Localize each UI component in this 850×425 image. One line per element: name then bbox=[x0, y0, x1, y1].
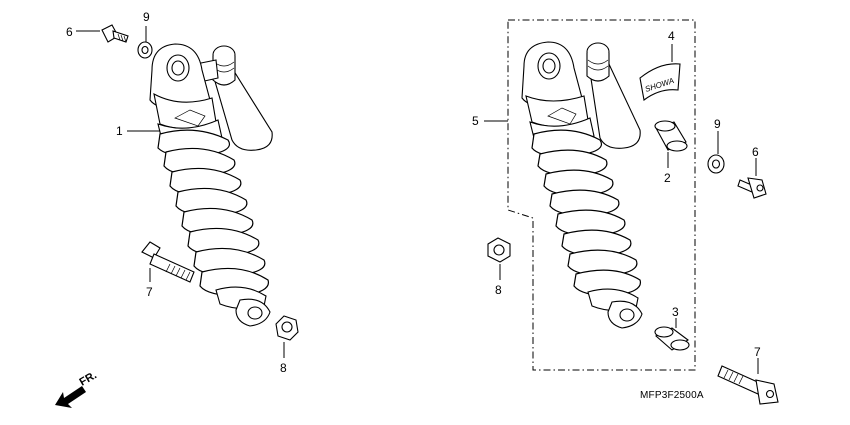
right-bolt-6 bbox=[737, 177, 767, 199]
callout-right-8: 8 bbox=[495, 283, 502, 297]
right-bushing-3 bbox=[654, 326, 690, 351]
callout-left-6: 6 bbox=[66, 25, 73, 39]
callout-right-2: 2 bbox=[664, 171, 671, 185]
showa-sticker: SHOWA bbox=[639, 63, 681, 101]
right-bolt-7 bbox=[717, 365, 779, 405]
callout-left-8: 8 bbox=[280, 361, 287, 375]
callout-right-4: 4 bbox=[668, 29, 675, 43]
left-nut-8 bbox=[275, 315, 299, 341]
right-shock-absorber bbox=[521, 41, 643, 329]
callout-left-9: 9 bbox=[143, 10, 150, 24]
callout-left-7: 7 bbox=[146, 285, 153, 299]
front-arrow-label: FR. bbox=[78, 369, 99, 388]
diagram-code: MFP3F2500A bbox=[640, 390, 704, 401]
left-top-mount bbox=[149, 43, 223, 146]
assembly-frame bbox=[507, 19, 696, 371]
callout-right-3: 3 bbox=[672, 305, 679, 319]
left-bolt-7 bbox=[141, 241, 195, 283]
callout-right-9: 9 bbox=[714, 117, 721, 131]
right-bottom-mount bbox=[587, 288, 643, 329]
right-spring bbox=[531, 129, 642, 297]
right-washer-9 bbox=[707, 154, 725, 174]
callout-right-5: 5 bbox=[472, 114, 479, 128]
callout-left-1: 1 bbox=[116, 124, 123, 138]
right-reservoir bbox=[586, 42, 641, 149]
front-direction-arrow: FR. bbox=[55, 369, 99, 408]
right-top-mount bbox=[521, 41, 595, 144]
callout-right-6: 6 bbox=[752, 145, 759, 159]
right-bushing-2 bbox=[654, 120, 688, 152]
left-bottom-mount bbox=[215, 286, 271, 327]
left-shock-absorber bbox=[149, 43, 273, 327]
left-spring bbox=[157, 129, 270, 297]
right-nut-8 bbox=[487, 237, 511, 263]
callout-right-7: 7 bbox=[754, 345, 761, 359]
left-washer-9 bbox=[137, 41, 153, 59]
left-bolt-6 bbox=[101, 24, 129, 43]
